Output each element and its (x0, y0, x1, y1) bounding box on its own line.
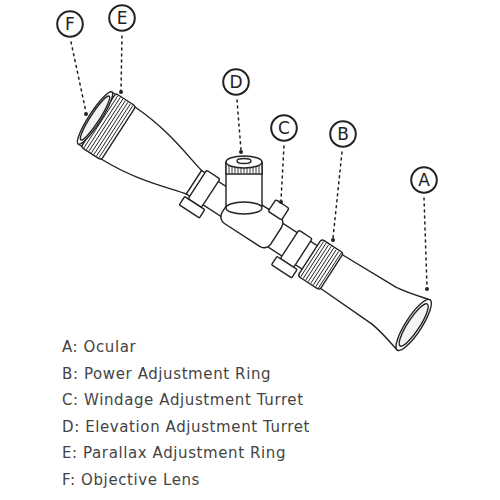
power-ring (298, 239, 344, 290)
callout-ring (57, 11, 83, 37)
callout-letter: D (229, 74, 242, 91)
leader-line (424, 198, 427, 287)
objective-lens (73, 89, 117, 148)
ocular-glass (395, 301, 432, 349)
leader-dot (84, 112, 88, 116)
leader-dot (119, 90, 123, 94)
callout-ring (330, 121, 356, 147)
elevation-turret (226, 156, 262, 214)
leader-line (71, 42, 86, 112)
callout-circle: D (222, 68, 250, 96)
callout-ring (109, 5, 135, 31)
callout-circle: F (56, 10, 84, 38)
knurl-stroke (306, 245, 329, 280)
leader-dot (425, 287, 429, 291)
callout-letter: C (278, 120, 290, 137)
callout-letter: E (117, 10, 128, 27)
part-label: A: Ocular (62, 338, 136, 356)
knurl-stroke (311, 248, 334, 283)
callout-circle: B (329, 120, 357, 148)
callout-letter: F (65, 16, 75, 33)
part-label: D: Elevation Adjustment Turret (62, 418, 310, 436)
callout-ring (411, 167, 437, 193)
knurl-stroke (316, 251, 339, 286)
callout-circle: C (270, 114, 298, 142)
knurl-stroke (313, 250, 336, 285)
windage-turret (268, 200, 289, 220)
mount-base (272, 256, 298, 277)
leader-dot (331, 238, 335, 242)
callout-ring (223, 69, 249, 95)
part-label: F: Objective Lens (62, 471, 200, 489)
knurl-stroke (303, 243, 326, 278)
leader-dot (279, 200, 283, 204)
ocular-lens (391, 295, 437, 354)
objective-glass (77, 94, 113, 143)
callout-circle: A (410, 166, 438, 194)
part-label: E: Parallax Adjustment Ring (62, 444, 286, 462)
callout-circle: E (108, 4, 136, 32)
part-label: B: Power Adjustment Ring (62, 365, 271, 383)
knurl-stroke (308, 246, 331, 281)
leader-line (333, 152, 342, 238)
part-label: C: Windage Adjustment Turret (62, 391, 304, 409)
callout-letter: A (418, 172, 430, 189)
callout-ring (271, 115, 297, 141)
leader-dot (239, 150, 243, 154)
leader-line (281, 146, 284, 200)
knurl-stroke (318, 253, 341, 288)
leader-line (237, 100, 241, 150)
callout-letter: B (337, 126, 349, 143)
leader-line (121, 36, 122, 90)
mount-base (179, 197, 205, 218)
knurl-stroke (301, 241, 324, 276)
